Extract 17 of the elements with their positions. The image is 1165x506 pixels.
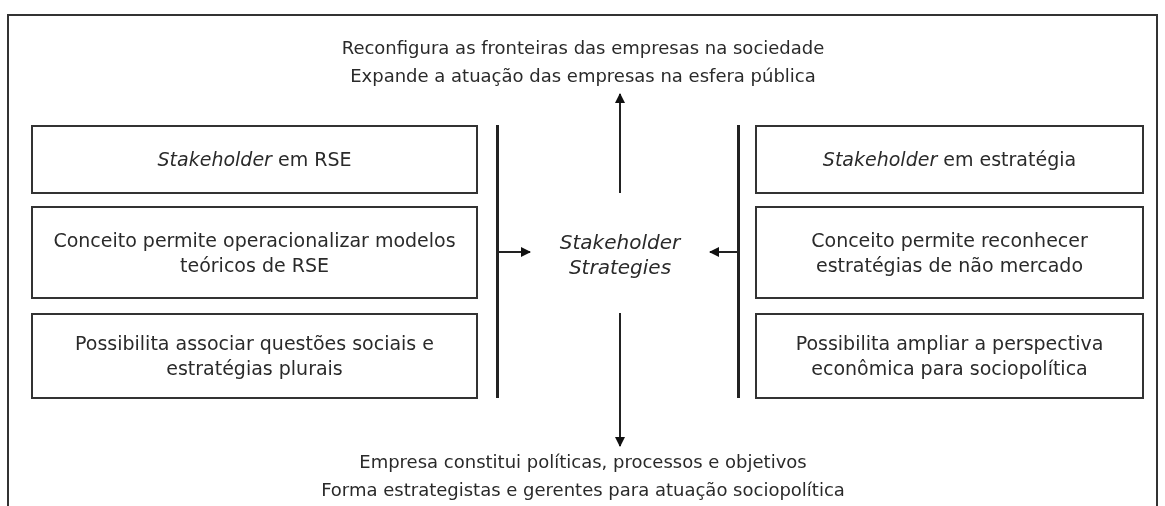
vertical-bar [496,125,499,398]
text-line: Reconfigura as fronteiras das empresas na sociedade [340,36,826,60]
text-box: Conceito permite operacionalizar modelos teóricos de RSE [31,206,478,299]
text-box: Possibilita ampliar a perspectiva econômica para sociopolítica [755,313,1144,399]
arrow [615,312,625,447]
text-line: Expande a atuação das empresas na esfera pública [349,64,817,88]
arrow [709,247,738,257]
text-box: Possibilita associar questões sociais e estratégias plurais [31,313,478,399]
text-box: Stakeholder em RSE [31,125,478,194]
arrow [498,247,531,257]
center-label: Stakeholder Strategies [558,230,683,280]
text-box: Stakeholder em estratégia [755,125,1144,194]
text-box: Conceito permite reconhecer estratégias de não mercado [755,206,1144,299]
vertical-bar [737,125,740,398]
arrow [615,93,625,194]
text-line: Empresa constitui políticas, processos e objetivos [358,450,808,474]
text-line: Forma estrategistas e gerentes para atuação sociopolítica [320,478,846,502]
